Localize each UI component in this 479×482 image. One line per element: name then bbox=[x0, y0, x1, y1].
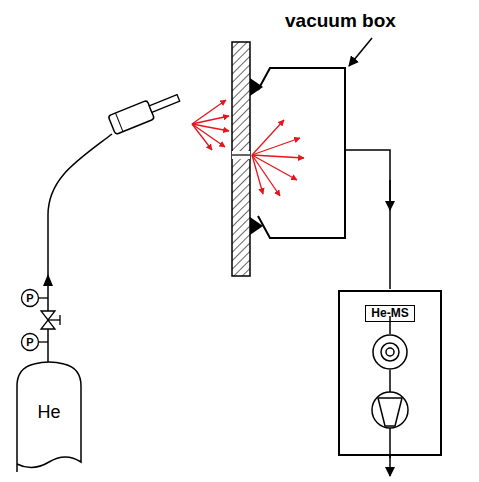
leak-hole bbox=[232, 154, 250, 155]
gas-cylinder: He bbox=[16, 360, 82, 472]
test-wall bbox=[232, 42, 250, 276]
valve-handle bbox=[48, 319, 60, 320]
valve-handle bbox=[59, 315, 60, 325]
leader-line bbox=[349, 38, 372, 66]
gauge-tap bbox=[39, 341, 48, 342]
vacuum-box bbox=[258, 68, 345, 238]
suction-line bbox=[345, 150, 390, 289]
leak-detector: He-MS bbox=[338, 290, 442, 456]
valve-symbol bbox=[41, 320, 55, 329]
helium-spray bbox=[192, 100, 229, 150]
pressure-gauge: P bbox=[21, 333, 39, 351]
gauge-letter: P bbox=[26, 336, 33, 348]
gauge-letter: P bbox=[26, 292, 33, 304]
instrument-label: He-MS bbox=[365, 305, 414, 322]
gas-label: He bbox=[37, 403, 60, 423]
gauge-tap bbox=[39, 297, 48, 298]
flow-arrow bbox=[43, 274, 53, 286]
seal bbox=[250, 78, 263, 96]
exhaust-arrow bbox=[389, 456, 391, 476]
flow-arrow bbox=[389, 180, 391, 210]
pressure-gauge: P bbox=[21, 289, 39, 307]
spray-gun bbox=[108, 89, 182, 135]
leak-hole bbox=[232, 151, 250, 159]
callout-label: vacuum box bbox=[283, 10, 398, 32]
hose bbox=[48, 134, 112, 262]
helium-leak bbox=[252, 120, 304, 196]
valve-symbol bbox=[41, 311, 55, 320]
